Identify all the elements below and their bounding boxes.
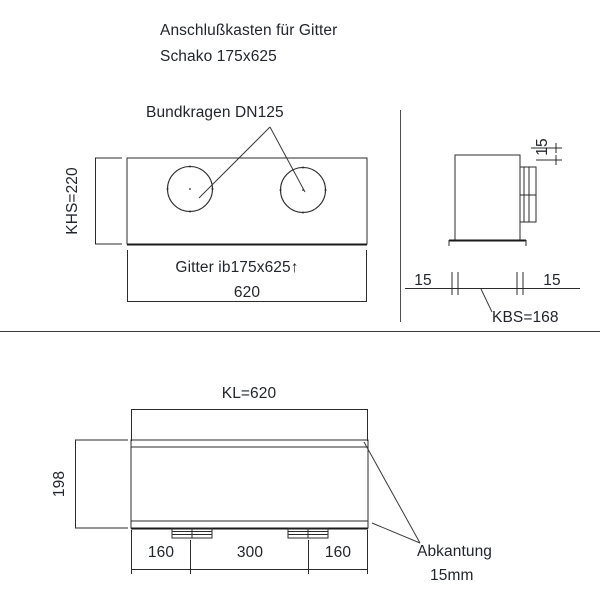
front-view-box-outline [130, 439, 369, 530]
dimension-kbs [405, 272, 580, 313]
abkantung-leader-lines [363, 441, 421, 544]
dimension-620 [127, 250, 367, 302]
front-view-group [75, 409, 421, 574]
side-view-group [405, 143, 580, 313]
kbs-dimension-label: KBS=168 [492, 309, 559, 326]
segment-label-center: 300 [237, 544, 263, 561]
bend-tab-left [171, 527, 213, 539]
top-view-box-outline [126, 157, 368, 246]
bundkragen-leader-lines [198, 126, 306, 199]
abkantung-label-line-2: 15mm [430, 567, 473, 584]
top-view-width-label: 620 [234, 284, 260, 301]
bundkragen-label: Bundkragen DN125 [146, 104, 284, 121]
khs-dimension-label: KHS=220 [64, 167, 81, 235]
segment-label-right: 160 [325, 544, 351, 561]
side-right-offset-label: 15 [543, 272, 560, 289]
top-view-group [95, 126, 368, 302]
sheet-title-line-1: Anschlußkasten für Gitter [160, 22, 337, 39]
dimension-198 [75, 439, 128, 529]
side-left-offset-label: 15 [414, 272, 431, 289]
abkantung-label-line-1: Abkantung [417, 543, 492, 560]
front-height-label: 198 [51, 471, 68, 497]
kl-dimension-label: KL=620 [222, 385, 277, 402]
sheet-title-line-2: Schako 175x625 [160, 48, 277, 65]
dimension-segments [131, 530, 368, 574]
side-view-flange [520, 166, 537, 223]
gitter-label: Gitter ib175x625↑ [175, 259, 298, 276]
dimension-flange-15 [531, 143, 562, 165]
segment-label-left: 160 [148, 544, 174, 561]
side-view-box-outline [448, 154, 527, 246]
flange-dimension-label: 15 [534, 138, 551, 155]
dimension-kl [131, 409, 368, 441]
dimension-khs [95, 157, 122, 245]
bend-tab-right [287, 527, 329, 539]
collar-left [166, 165, 214, 213]
collar-right [279, 166, 327, 214]
